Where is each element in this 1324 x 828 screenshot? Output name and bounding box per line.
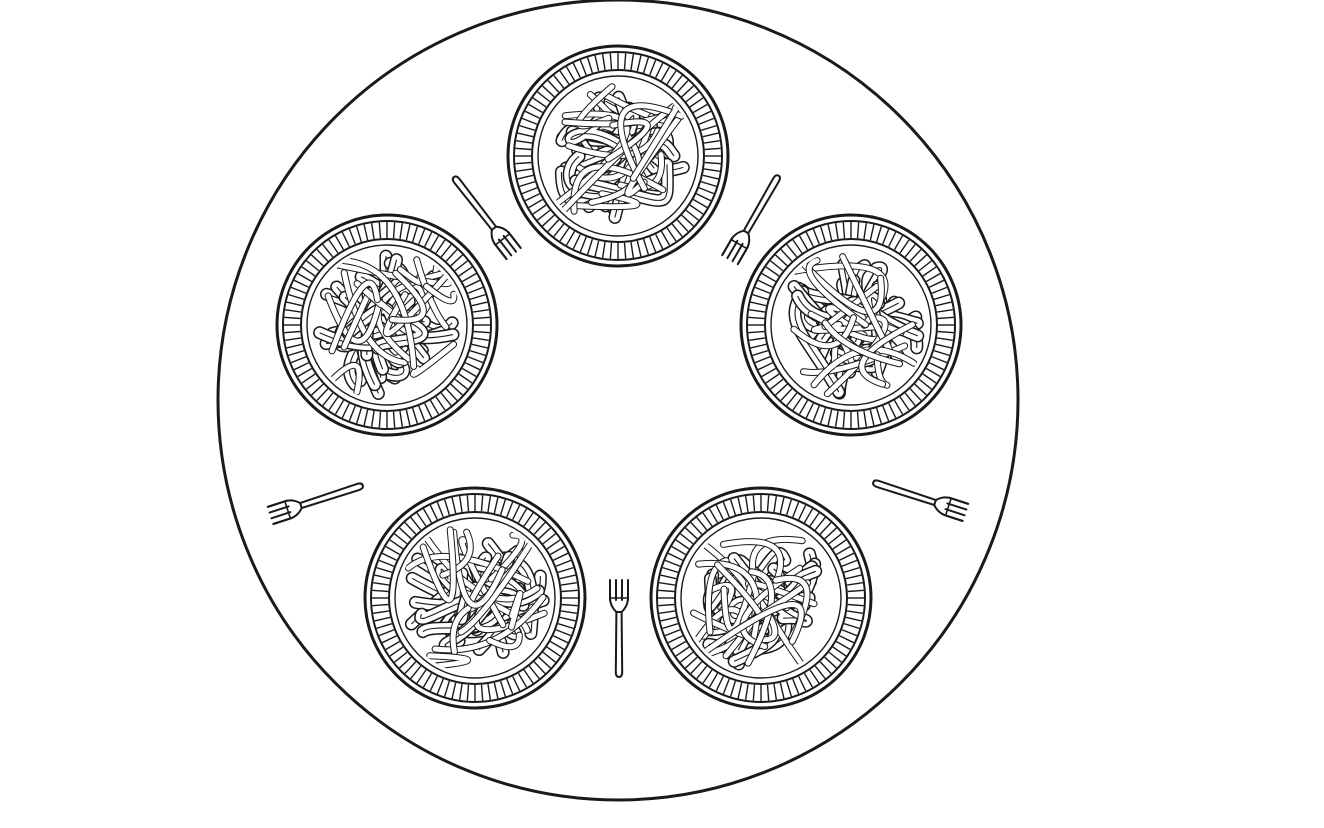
plate-rim-hatching <box>748 222 954 428</box>
plate-lower-right <box>649 486 873 710</box>
plate-lower-left <box>363 486 587 710</box>
plate-rim-hatching <box>284 222 490 428</box>
spaghetti <box>787 253 925 400</box>
fork-top-right <box>721 174 781 266</box>
plate-rim-hatching <box>515 53 721 259</box>
plates <box>275 44 963 710</box>
spaghetti <box>404 526 550 672</box>
fork-right <box>872 479 970 522</box>
plate-upper-left <box>275 213 499 437</box>
plate-top <box>506 44 730 268</box>
fork-top-left <box>451 175 522 261</box>
fork-bottom <box>609 579 629 679</box>
forks <box>266 174 970 679</box>
spaghetti <box>690 535 823 671</box>
fork-left <box>266 482 364 525</box>
plate-rim-hatching <box>372 495 578 701</box>
spaghetti <box>554 83 690 224</box>
plate-rim-hatching <box>658 495 864 701</box>
plate-upper-right <box>739 213 963 437</box>
